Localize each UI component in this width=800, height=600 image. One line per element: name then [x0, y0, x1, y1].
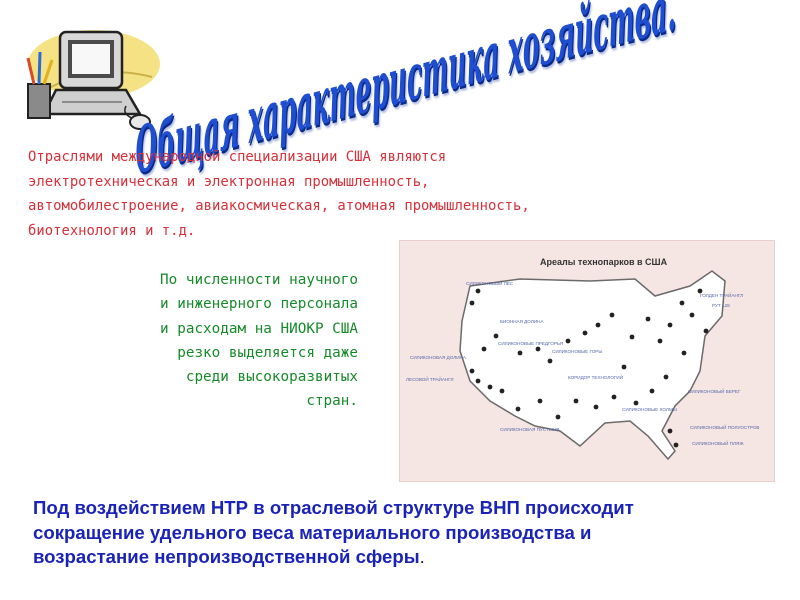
map-label: БИОННАЯ ДОЛИНА [500, 319, 544, 324]
usa-map-svg: Ареалы технопарков в США СИЛИКОНОВЫЙ ЛЕС… [406, 257, 759, 461]
map-label: СИЛИКОНОВЫЙ ПОЛУОСТРОВ [690, 423, 759, 430]
technopark-points [469, 288, 709, 448]
map-label: СИЛИКОНОВЫЕ ПРЕДГОРЬЯ [498, 341, 563, 346]
map-label: СИЛИКОНОВЫЙ ПЛЯЖ [692, 439, 744, 446]
map-label: СИЛИКОНОВАЯ ПУСТЫНЯ [500, 427, 560, 432]
map-label: СИЛИКОНОВЫЙ БЕРЕГ [688, 387, 741, 394]
conclusion-period: . [419, 546, 425, 567]
conclusion-text: Под воздействием НТР в отраслевой структ… [33, 497, 634, 567]
map-label: СИЛИКОНОВЫЕ ГОРЫ [552, 349, 602, 354]
computer-clipart-icon [22, 22, 162, 142]
map-labels: СИЛИКОНОВЫЙ ЛЕС БИОННАЯ ДОЛИНА СИЛИКОНОВ… [406, 279, 759, 446]
map-heading: Ареалы технопарков в США [540, 257, 668, 267]
rnd-paragraph: По численности научного и инженерного пе… [160, 272, 358, 410]
title-area: Общая характеристика хозяйства. [133, 0, 676, 188]
map-label: РУТ 128 [712, 303, 730, 308]
specialization-paragraph: Отраслями международной специализации СШ… [28, 149, 530, 239]
map-label: ЛЕСОВОЙ ТРАЙАНГЛ [406, 375, 453, 382]
map-label: СИЛИКОНОВЫЕ ХОЛМЫ [622, 407, 677, 412]
technopark-map: Ареалы технопарков в США СИЛИКОНОВЫЙ ЛЕС… [399, 240, 775, 482]
map-label: ГОЛДЕН ТРАЙАНГЛ [700, 291, 743, 298]
conclusion-paragraph: Под воздействием НТР в отраслевой структ… [33, 496, 773, 570]
map-label: КОРИДОР ТЕХНОЛОГИЙ [568, 373, 623, 380]
map-label: СИЛИКОНОВЫЙ ЛЕС [466, 279, 514, 286]
map-label: СИЛИКОНОВАЯ ДОЛИНА [410, 355, 467, 360]
